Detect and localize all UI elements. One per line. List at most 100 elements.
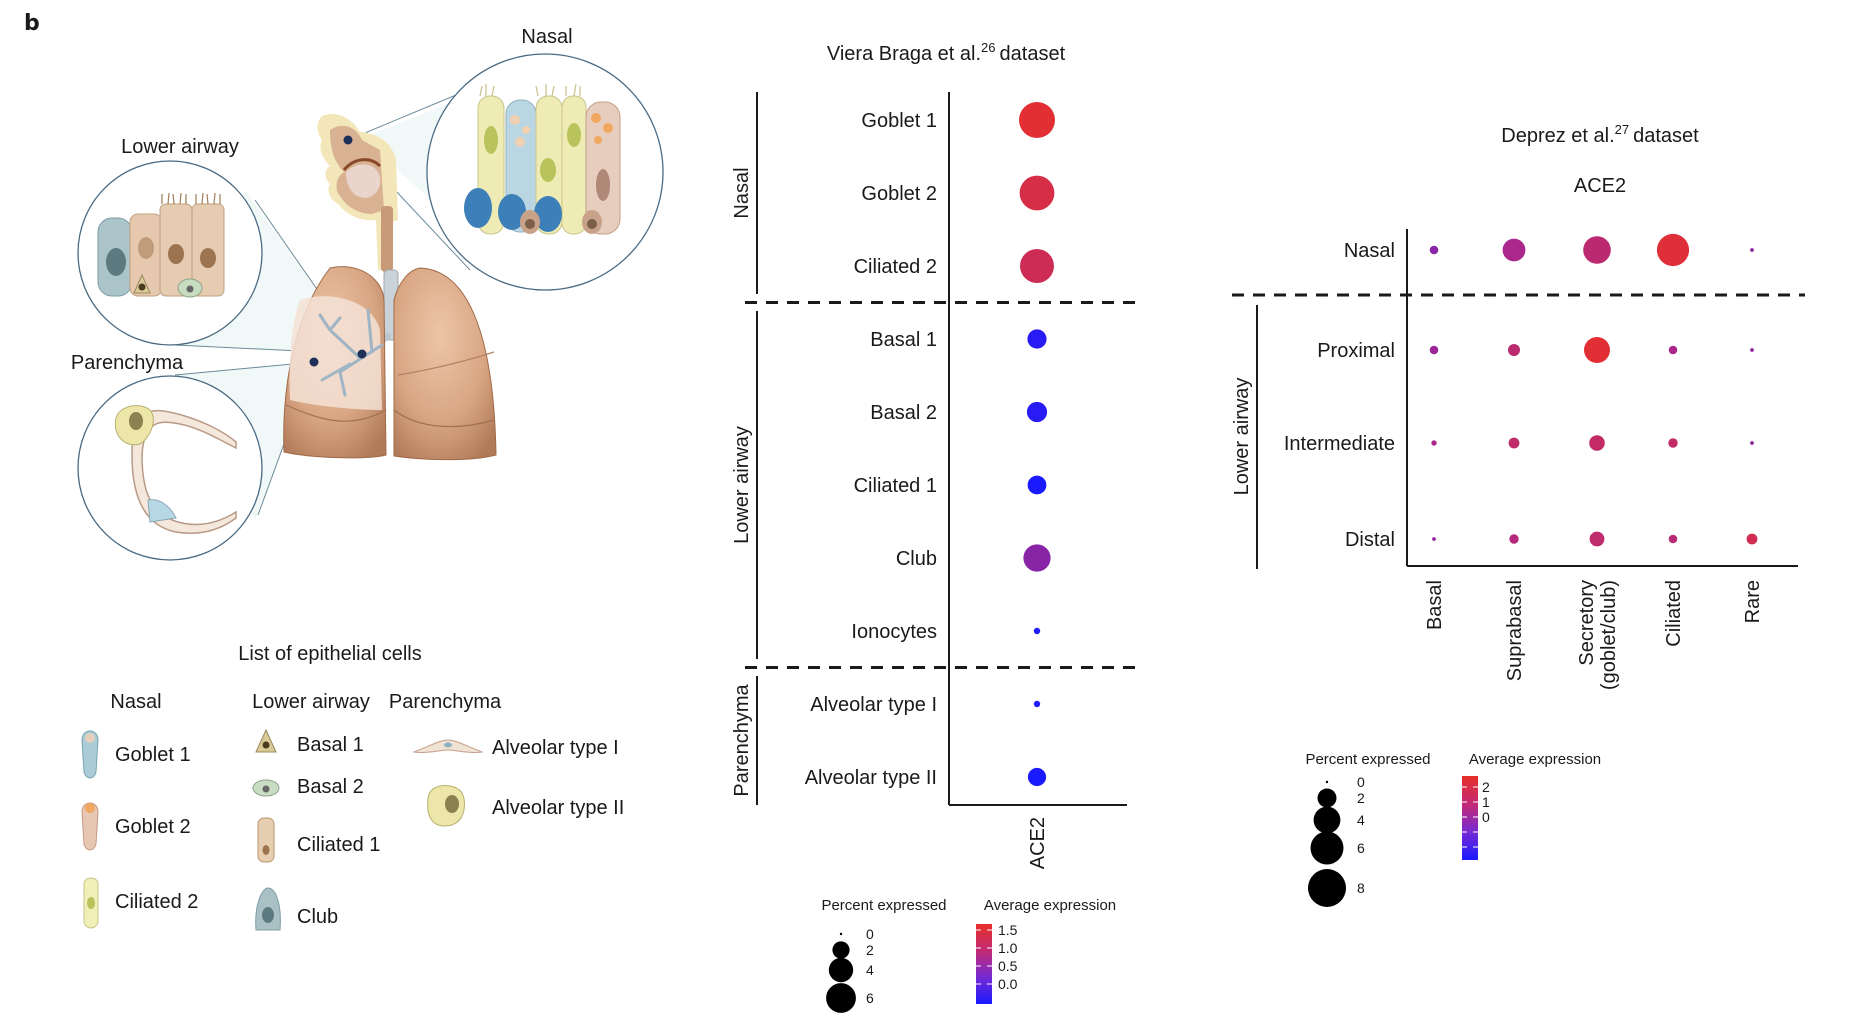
lower-airway-marker-dot (357, 349, 367, 359)
data-dot (1023, 544, 1051, 572)
row-label: Distal (1345, 529, 1395, 551)
x-tick-label: Ciliated (1663, 580, 1685, 647)
color-legend-label: 1.5 (998, 922, 1018, 938)
data-dot (1027, 329, 1047, 349)
data-dot (1431, 440, 1437, 446)
color-legend-label: 0 (1482, 809, 1490, 825)
cell-name: Basal 1 (297, 734, 364, 756)
data-dot (1020, 249, 1054, 283)
group-label: Nasal (731, 167, 753, 218)
cell-list-title: List of epithelial cells (238, 643, 421, 665)
lower-airway-epithelium-cells (97, 192, 225, 298)
x-tick-label: ACE2 (1027, 817, 1049, 869)
row-label: Ciliated 1 (854, 475, 937, 497)
size-legend-dot (826, 983, 856, 1013)
cell-list-item: Basal 2 (252, 776, 364, 798)
data-dot (1589, 435, 1605, 451)
data-dot (1429, 245, 1439, 255)
bronchial-tree-window (289, 296, 382, 410)
cell-list-item: Ciliated 2 (83, 877, 198, 929)
basal-1-cell-icon (255, 728, 277, 753)
data-dot (1508, 437, 1520, 449)
cell-name: Alveolar type I (492, 737, 619, 759)
data-dot (1027, 475, 1047, 495)
parenchyma-region-label: Parenchyma (71, 352, 184, 374)
data-dot (1019, 102, 1055, 138)
x-tick-label: Suprabasal (1504, 580, 1526, 681)
data-dot (1750, 248, 1754, 252)
cell-list-item: Basal 1 (255, 728, 364, 756)
row-label: Alveolar type II (805, 767, 937, 789)
data-dot (1750, 348, 1754, 352)
dots (1019, 102, 1055, 787)
size-legend-dot (832, 941, 850, 959)
size-legend-label: 4 (866, 962, 874, 978)
size-legend-dot (839, 932, 843, 936)
cell-list-item: Alveolar type II (427, 785, 624, 827)
size-legend-label: 0 (866, 926, 874, 942)
chart-subtitle: ACE2 (1574, 175, 1626, 197)
row-label: Goblet 2 (861, 183, 937, 205)
size-legend-label: 0 (1357, 774, 1365, 790)
data-dot (1026, 401, 1048, 423)
size-legend-dot (1313, 806, 1341, 834)
cell-list-item: Goblet 2 (81, 802, 191, 851)
head-cross-section (317, 113, 398, 272)
row-label: Ciliated 2 (854, 256, 937, 278)
lower-airway-region-label: Lower airway (121, 136, 239, 158)
size-legend-dot (1317, 788, 1337, 808)
nasal-epithelium-cells (464, 83, 621, 235)
cell-list-header-nasal: Nasal (110, 691, 161, 713)
data-dot (1033, 700, 1041, 708)
parenchyma-zoom-circle (77, 375, 263, 561)
x-tick-labels: Basal Suprabasal Secretory(goblet/club) Cil… (1424, 580, 1764, 690)
size-legend-dot (1325, 780, 1329, 784)
cell-name: Goblet 1 (115, 744, 191, 766)
size-legend-label: 8 (1357, 880, 1365, 896)
size-legend-label: 6 (1357, 840, 1365, 856)
cell-list-item: Alveolar type I (412, 737, 619, 759)
data-dot (1502, 238, 1526, 262)
color-legend-label: 1 (1482, 794, 1490, 810)
size-legend-label: 4 (1357, 812, 1365, 828)
size-legend-title: Percent expressed (821, 897, 946, 914)
data-dot (1589, 531, 1605, 547)
data-dot (1584, 337, 1610, 363)
color-legend-label: 0.5 (998, 958, 1018, 974)
size-legend-dot (828, 957, 854, 983)
size-legend-dot (1310, 831, 1344, 865)
color-legend-label: 0.0 (998, 976, 1018, 992)
nasal-marker-dot (343, 135, 353, 145)
data-dot (1509, 534, 1519, 544)
row-label: Club (896, 548, 937, 570)
row-label: Basal 1 (870, 329, 937, 351)
color-legend-title: Average expression (1469, 751, 1601, 768)
data-dot (1583, 236, 1611, 264)
cell-list-header-lower-airway: Lower airway (252, 691, 370, 713)
row-label: Ionocytes (851, 621, 937, 643)
x-tick-label: (goblet/club) (1598, 580, 1620, 690)
cell-list-header-parenchyma: Parenchyma (389, 691, 502, 713)
anatomy-illustration: Nasal Lower airway Parenchyma (71, 26, 664, 561)
bronchioles (318, 308, 384, 397)
x-tick-label: Secretory (1576, 580, 1598, 666)
goblet-2-cell-icon (81, 802, 99, 851)
row-label: Nasal (1344, 240, 1395, 262)
cell-name: Ciliated 2 (115, 891, 198, 913)
cell-name: Ciliated 1 (297, 834, 380, 856)
axes (1232, 229, 1805, 567)
goblet-1-cell-icon (81, 730, 99, 779)
data-dot (1429, 345, 1439, 355)
group-label: Lower airway (1231, 378, 1253, 496)
data-dot (1668, 534, 1678, 544)
x-tick-label: Basal (1424, 580, 1446, 630)
